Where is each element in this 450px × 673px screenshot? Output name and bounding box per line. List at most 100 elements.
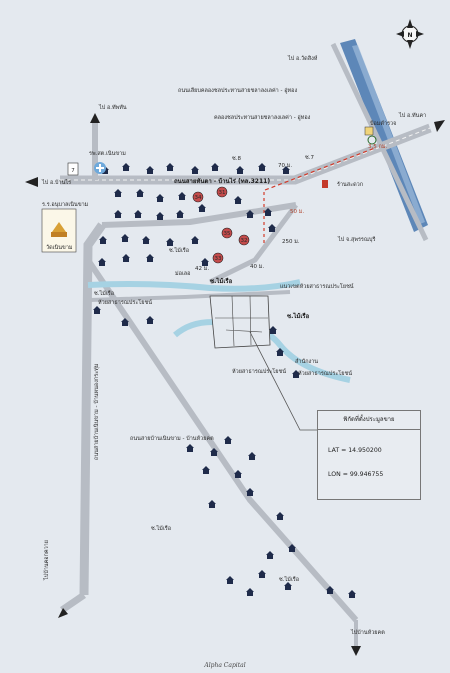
north-label: N [407, 32, 412, 39]
house-icon [210, 448, 218, 456]
label-school: ร.ร.อนุบาลเนินขาม [42, 201, 89, 208]
marker-31: 31 [219, 190, 226, 196]
house-icon [93, 306, 101, 314]
canal-side-road [330, 42, 429, 242]
house-icon [258, 570, 266, 578]
house-icon [246, 588, 254, 596]
house-icons [93, 163, 356, 598]
upper-canal [87, 279, 301, 292]
house-icon [136, 189, 144, 197]
house-icon [114, 210, 122, 218]
label-to-suphan: ไป จ.สุพรรณบุรี [337, 236, 375, 243]
house-icon [121, 318, 129, 326]
house-icon [266, 551, 274, 559]
label-vertical-road: ถนนสายบ้านเนินขาม - บ้านหนองกระทุ่ม [93, 363, 100, 460]
house-icon [284, 582, 292, 590]
latitude-value: LAT = 14.950200 [328, 447, 382, 454]
label-to-ban-khok: ไปบ้านคอกควาย [43, 540, 50, 581]
house-icon [156, 194, 164, 202]
house-icon [326, 586, 334, 594]
main-road [60, 123, 432, 185]
label-dist-250: 250 ม. [282, 239, 300, 245]
house-icon [201, 258, 209, 266]
coordinates-box: พิกัดที่ตั้งประมูลขาย LAT = 14.950200 LO… [317, 410, 421, 500]
house-icon [246, 488, 254, 496]
rural-road [85, 258, 359, 650]
house-icon [264, 208, 272, 216]
marker-33: 33 [215, 256, 222, 262]
house-icon [234, 470, 242, 478]
house-icon [288, 544, 296, 552]
market-icon: 7 [67, 162, 79, 176]
kiosk-icon [364, 126, 377, 145]
label-to-ban-huai-khot: ไปบ้านห้วยคต [350, 629, 385, 636]
label-lower-office: สำนักงาน [295, 358, 318, 365]
house-icon [258, 163, 266, 171]
label-to-wat-sing: ไป อ.วัดสิงห์ [287, 55, 318, 62]
label-dist-42: 42 ม. [195, 266, 209, 272]
house-icon [99, 236, 107, 244]
house-icon [166, 163, 174, 171]
house-icon [134, 210, 142, 218]
distance-line [264, 147, 376, 191]
label-soi-left: ซ.ไม้เรือ [94, 290, 114, 297]
house-icon [226, 576, 234, 584]
house-icon [276, 348, 284, 356]
house-icon [166, 238, 174, 246]
label-hospital: รพ.สต.เนินขาม [89, 150, 126, 157]
house-icon [146, 316, 154, 324]
label-soi-tessaban: ซ.ไม้เรือ [169, 247, 189, 254]
label-dist-50: 50 ม. [290, 209, 304, 215]
house-icon [268, 224, 276, 232]
house-icon [186, 444, 194, 452]
house-icon [236, 166, 244, 174]
house-icon [191, 236, 199, 244]
label-lower-canal2: ห้วยสาธารณประโยชน์ [232, 367, 286, 375]
label-rural-road: ถนนสายบ้านเนินขาม - บ้านห้วยคต [130, 435, 214, 442]
marker-32: 32 [241, 238, 248, 244]
north-arrow-icon: N [396, 19, 424, 49]
label-canal-road: ถนนเลียบคลองชลประทานสายชลาลงเลค่า - อู่ท… [178, 87, 297, 94]
label-market: ร้านสะดวก [337, 181, 363, 188]
house-icon [246, 210, 254, 218]
soi-road [208, 203, 299, 285]
arrow-icons [25, 113, 445, 656]
house-icon [282, 166, 290, 174]
road-markers: 31 34 35 33 32 [192, 186, 250, 264]
footer-credit: Alpha Capital [204, 662, 246, 669]
label-to-nong-chang: ไป อ.ทันคา [398, 112, 426, 119]
irrigation-canal [340, 39, 428, 232]
gas-station-icon [322, 180, 328, 188]
label-to-thap-than: ไป อ.ทัพทัน [98, 104, 127, 111]
label-soi-lower: ซ.ไม้เรือ [151, 525, 171, 532]
house-icon [122, 254, 130, 262]
village-road [101, 202, 297, 228]
label-dist-40: 40 ม. [250, 264, 264, 270]
house-icon [156, 212, 164, 220]
house-icon [276, 512, 284, 520]
house-icon [224, 436, 232, 444]
longitude-value: LON = 99.946755 [328, 471, 384, 478]
house-icon [248, 452, 256, 460]
marker-35: 35 [224, 231, 231, 237]
house-icon [142, 236, 150, 244]
label-soi-bottom: ซ.ไม้เรือ [279, 576, 299, 583]
label-upper-canal: ห้วยสาธารณประโยชน์ [98, 298, 152, 306]
label-canal-upper: แนวเขตห้วยสาธารณประโยชน์ [280, 282, 354, 290]
coordinates-title: พิกัดที่ตั้งประมูลขาย [318, 411, 420, 430]
hospital-icon [94, 162, 106, 174]
lower-soi [89, 290, 291, 302]
label-soi-site: ซ.ไม้เรือ [287, 312, 310, 320]
house-icon [121, 234, 129, 242]
label-lower-canal: ห้วยสาธารณประโยชน์ [298, 369, 352, 377]
house-icon [211, 163, 219, 171]
leader-line [249, 331, 318, 431]
house-icon [146, 254, 154, 262]
svg-text:7: 7 [71, 168, 75, 174]
house-icon [198, 204, 206, 212]
label-to-ban-rai: ไป อ.บ้านไร่ [41, 179, 71, 186]
house-icon [234, 196, 242, 204]
label-soi-8: ซ.8 [232, 155, 241, 162]
